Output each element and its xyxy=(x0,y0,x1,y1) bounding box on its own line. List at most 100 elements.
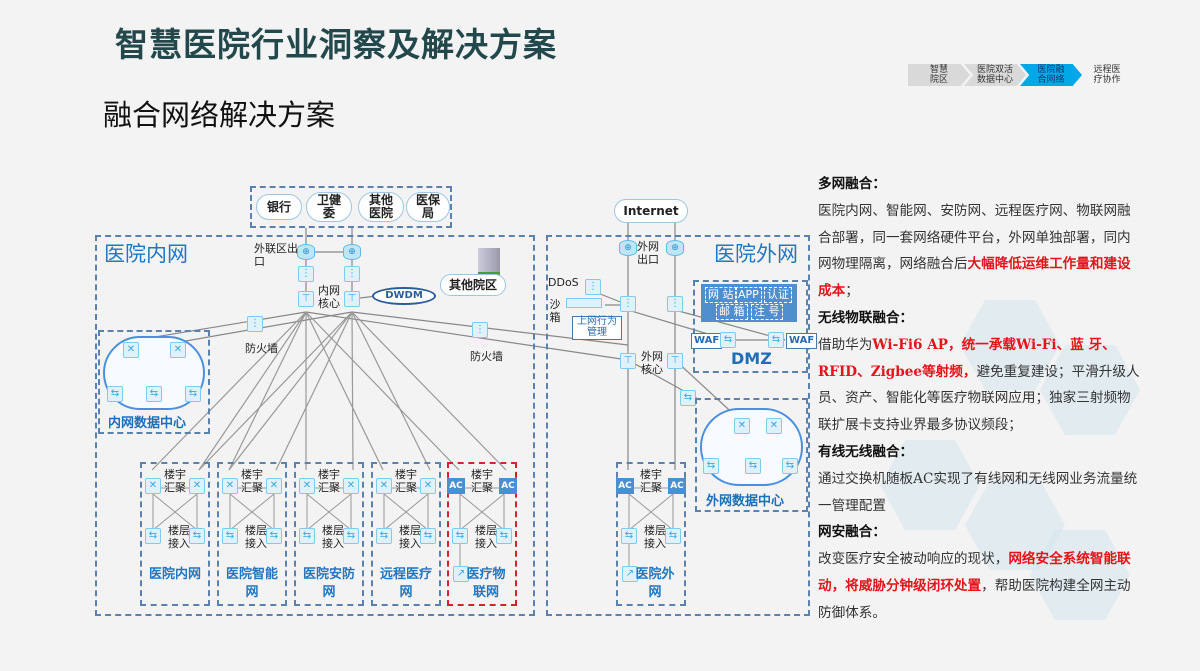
inner-core-label: 内网核心 xyxy=(318,284,340,310)
firewall-icon: ⋮ xyxy=(344,266,360,282)
floor-access-label: 楼层接入 xyxy=(644,524,666,550)
block-name: 医院内网 xyxy=(148,567,201,582)
ac-switch-icon: AC xyxy=(499,478,517,494)
access-switch-icon: ⇆ xyxy=(665,528,681,544)
section-heading: 无线物联融合： xyxy=(818,309,914,326)
outer-dc-label: 外网数据中心 xyxy=(706,494,785,509)
step-dual-dc[interactable]: 医院双活数据中心 xyxy=(964,64,1026,86)
step-remote-collab[interactable]: 远程医疗协作 xyxy=(1093,65,1121,85)
dmz-service-app: APP xyxy=(735,287,762,303)
block-lines xyxy=(628,487,674,566)
floor-access-label: 楼层接入 xyxy=(168,524,190,550)
floor-access-label: 楼层接入 xyxy=(399,524,421,550)
access-switch-icon: ⇆ xyxy=(343,528,359,544)
step-converged-network[interactable]: 医院融合网络 xyxy=(1020,64,1082,86)
behavior-mgmt-label: 上网行为管理 xyxy=(577,316,617,338)
switch-icon: ⇆ xyxy=(768,332,784,348)
dmz-zone xyxy=(693,280,808,373)
router-icon: ⊕ xyxy=(297,244,315,260)
switch-icon: ✕ xyxy=(170,342,186,358)
section-heading: 网安融合： xyxy=(818,524,886,541)
step-smart-campus[interactable]: 智慧院区 xyxy=(908,64,970,86)
sandbox-device-icon xyxy=(566,298,602,308)
network-block xyxy=(294,462,364,606)
switch-icon: ✕ xyxy=(123,342,139,358)
aggregation-switch-icon: ✕ xyxy=(420,478,436,494)
outer-dc-box xyxy=(695,398,808,512)
access-switch-icon: ⇆ xyxy=(299,528,315,544)
inner-dc-box xyxy=(98,330,210,434)
aggregation-switch-icon: ✕ xyxy=(376,478,392,494)
outer-dc-cloud xyxy=(700,408,803,486)
router-icon: ⊕ xyxy=(343,244,361,260)
core-switch-icon: ⊤ xyxy=(344,291,360,307)
dmz-service-website: 网 站 xyxy=(705,287,737,303)
aggregation-switch-icon: ✕ xyxy=(145,478,161,494)
access-switch-icon: ⇆ xyxy=(376,528,392,544)
outer-network-zone xyxy=(546,235,810,616)
dmz-service-auth: 认证 xyxy=(764,287,792,303)
network-block xyxy=(217,462,287,606)
floor-access-label: 楼层接入 xyxy=(475,524,497,550)
access-switch-icon: ⇆ xyxy=(145,528,161,544)
section-body: 医院内网、智能网、安防网、远程医疗网、物联网融合部署，同一套网络硬件平台，外网单… xyxy=(818,202,1131,300)
block-name: 医院智能网 xyxy=(225,567,278,600)
section-body: 改变医疗安全被动响应的现状，网络安全系统智能联动，将威胁分钟级闭环处置，帮助医院… xyxy=(818,551,1131,621)
access-switch-icon: ⇆ xyxy=(266,528,282,544)
partner-bank: 银行 xyxy=(256,194,302,220)
outer-exit-label: 外网出口 xyxy=(637,240,659,266)
access-switch-icon: ⇆ xyxy=(222,528,238,544)
other-campus-cloud: 其他院区 xyxy=(440,274,506,296)
switch-icon: ✕ xyxy=(766,418,782,434)
building-agg-label: 楼宇汇聚 xyxy=(471,468,493,494)
access-switch-icon: ⇆ xyxy=(452,528,468,544)
section-heading: 有线无线融合： xyxy=(818,443,914,460)
firewall-label: 防火墙 xyxy=(470,350,503,363)
switch-icon: ⇆ xyxy=(680,390,696,406)
ac-switch-icon: AC xyxy=(616,478,634,494)
description-panel: 多网融合： 医院内网、智能网、安防网、远程医疗网、物联网融合部署，同一套网络硬件… xyxy=(818,171,1140,627)
firewall-icon: ⋮ xyxy=(667,296,683,312)
external-partners-box xyxy=(250,186,452,228)
outer-network-title: 医院外网 xyxy=(714,242,798,266)
building-agg-label: 楼宇汇聚 xyxy=(640,468,662,494)
section-title: 融合网络解决方案 xyxy=(103,98,336,132)
ac-switch-icon: AC xyxy=(668,478,686,494)
aggregation-switch-icon: ✕ xyxy=(266,478,282,494)
switch-icon: ⇆ xyxy=(107,386,123,402)
page-title: 智慧医院行业洞察及解决方案 xyxy=(115,25,557,64)
internet-cloud: Internet xyxy=(614,199,688,223)
firewall-icon: ⋮ xyxy=(472,322,488,338)
floor-access-label: 楼层接入 xyxy=(245,524,267,550)
switch-icon: ⇆ xyxy=(745,458,761,474)
firewall-label: 防火墙 xyxy=(245,342,278,355)
aggregation-switch-icon: ✕ xyxy=(189,478,205,494)
firewall-icon: ⋮ xyxy=(298,266,314,282)
ddos-label: DDoS xyxy=(548,276,579,289)
switch-icon: ✕ xyxy=(734,418,750,434)
dmz-service-mail: 邮 箱 xyxy=(716,304,748,320)
dmz-service-register: 注 号 xyxy=(751,304,783,320)
switch-icon: ⇆ xyxy=(782,458,798,474)
block-name: 医院外网 xyxy=(635,567,675,600)
core-switch-icon: ⊤ xyxy=(620,353,636,369)
core-switch-icon: ⊤ xyxy=(298,291,314,307)
aggregation-switch-icon: ✕ xyxy=(299,478,315,494)
behavior-mgmt-box xyxy=(572,316,622,340)
network-block xyxy=(447,462,517,606)
firewall-icon: ⋮ xyxy=(620,296,636,312)
outer-core-label: 外网核心 xyxy=(641,350,663,376)
access-switch-icon: ⇆ xyxy=(420,528,436,544)
building-agg-label: 楼宇汇聚 xyxy=(164,468,186,494)
section-body: 通过交换机随板AC实现了有线网和无线网业务流量统一管理配置 xyxy=(818,470,1138,514)
background-hexagon xyxy=(880,440,980,530)
section-body: 借助华为Wi-Fi6 AP，统一承载Wi-Fi、蓝 牙、RFID、Zigbee等… xyxy=(818,336,1140,434)
core-switch-icon: ⊤ xyxy=(667,353,683,369)
external-exit-label: 外联区出口 xyxy=(254,242,298,268)
access-switch-icon: ⇆ xyxy=(189,528,205,544)
progress-steps: 智慧院区 医院双活数据中心 医院融合网络 远程医疗协作 xyxy=(908,64,1132,86)
block-lines xyxy=(459,487,505,566)
terminal-icon: ↗ xyxy=(622,566,638,582)
router-icon: ⊕ xyxy=(619,240,637,256)
